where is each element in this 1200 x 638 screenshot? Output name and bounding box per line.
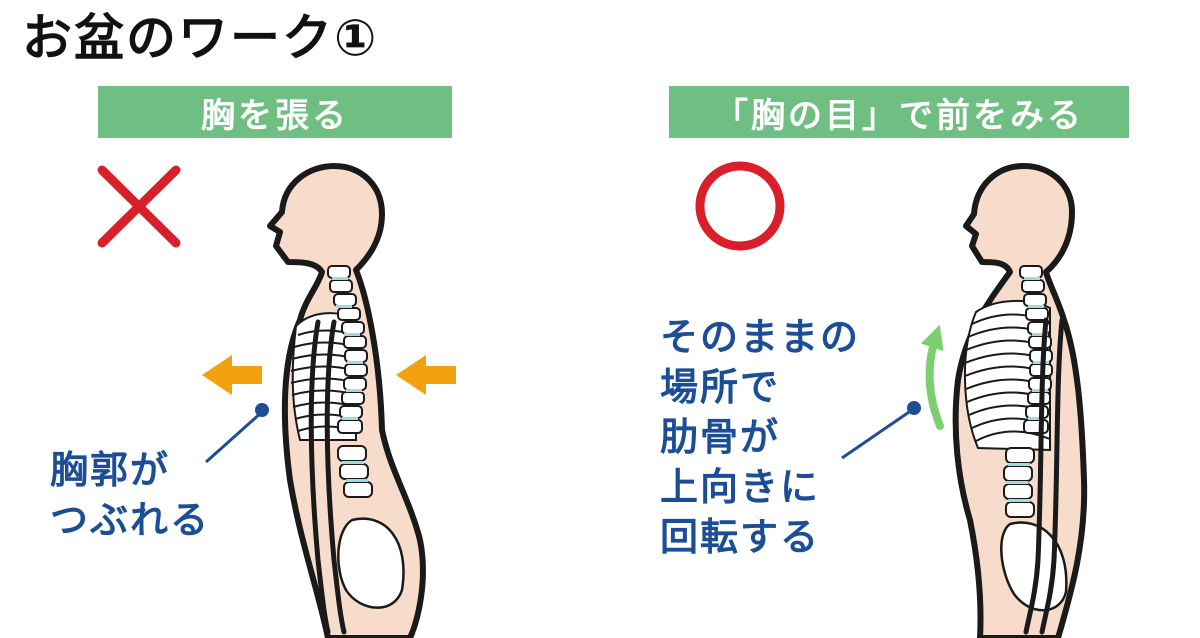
annotation-line: 場所で — [660, 365, 781, 409]
right-figure — [952, 163, 1088, 638]
annotation-pointer-right — [841, 401, 921, 460]
banner-correct-posture: 「胸の目」で前をみる — [669, 86, 1129, 138]
left-figure — [267, 163, 426, 638]
banner-wrong-posture: 胸を張る — [98, 86, 452, 138]
annotation-line: 回転する — [660, 515, 821, 559]
push-arrow-icon — [396, 355, 456, 395]
cross-icon — [97, 165, 181, 248]
annotation-line: そのままの — [660, 315, 861, 359]
annotation-right: そのままの 場所で 肋骨が 上向きに 回転する — [660, 312, 860, 562]
annotation-line: 肋骨が — [660, 415, 781, 459]
annotation-line: 上向きに — [660, 465, 821, 509]
push-arrow-icon — [202, 355, 262, 395]
annotation-left: 胸郭が つぶれる — [50, 445, 210, 545]
annotation-line: つぶれる — [50, 498, 211, 542]
page-title: お盆のワーク① — [22, 9, 379, 67]
circle-icon — [695, 161, 785, 251]
annotation-pointer-left — [205, 403, 269, 464]
rotate-arrow-icon — [920, 324, 944, 430]
annotation-line: 胸郭が — [50, 448, 171, 492]
